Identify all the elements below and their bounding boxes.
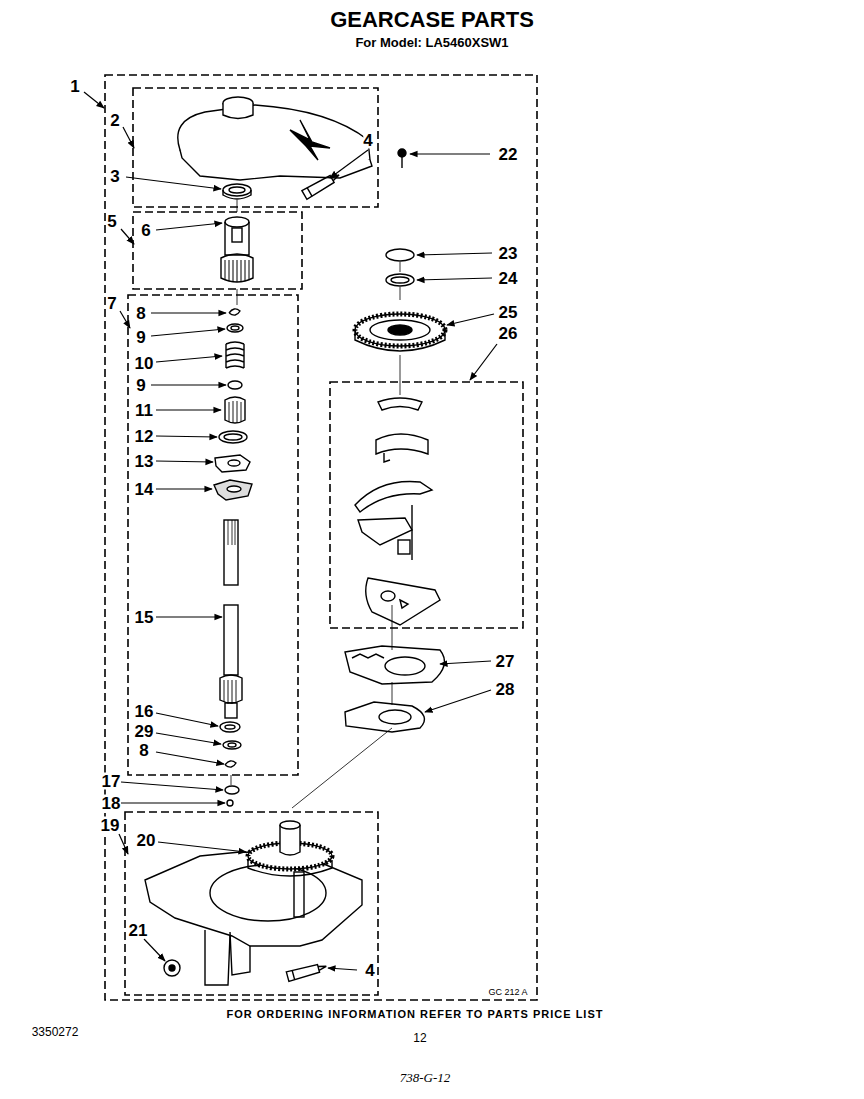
- callout-number: 29: [135, 723, 154, 740]
- callout-number: 23: [499, 245, 518, 262]
- callout-number: 18: [102, 795, 121, 812]
- callout-number: 2: [110, 112, 119, 129]
- grease-tube: [286, 961, 327, 981]
- callout-number: 9: [136, 377, 145, 394]
- page-code: 12: [413, 1032, 426, 1044]
- page-code: 3350272: [32, 1026, 79, 1038]
- callout-number: 4: [363, 132, 372, 149]
- callout-number: 10: [135, 355, 154, 372]
- callout-number: 16: [135, 703, 154, 720]
- shifter-assembly: [355, 398, 440, 625]
- callout-number: 13: [135, 453, 154, 470]
- footer-note: FOR ORDERING INFORMATION REFER TO PARTS …: [227, 1009, 604, 1020]
- callout-number: 21: [129, 922, 148, 939]
- callout-number: 19: [101, 817, 120, 834]
- gearcase-cover: [178, 97, 372, 180]
- callout-number: 8: [136, 305, 145, 322]
- callout-number: 9: [136, 329, 145, 346]
- model-subtitle: For Model: LA5460XSW1: [355, 36, 508, 49]
- callout-number: 7: [107, 295, 116, 312]
- gearcase-housing: [145, 821, 362, 985]
- callout-number: 27: [496, 653, 515, 670]
- agitate-shaft: [220, 520, 242, 806]
- handwritten-note: 738-G-12: [400, 1071, 451, 1084]
- callout-number: 8: [139, 742, 148, 759]
- callout-number: 26: [499, 325, 518, 342]
- callout-number: 11: [135, 402, 153, 419]
- drawing-code: GC 212 A: [488, 988, 527, 997]
- center-lines: [231, 200, 400, 808]
- seal: [223, 184, 251, 199]
- callout-number: 24: [499, 270, 518, 287]
- leader-lines: [84, 92, 497, 970]
- callout-number: 17: [102, 773, 121, 790]
- pinion: [221, 217, 253, 282]
- callout-number: 4: [365, 962, 374, 979]
- group-boxes: [105, 75, 537, 1000]
- callout-number: 3: [110, 168, 119, 185]
- callout-number: 14: [135, 481, 154, 498]
- shaft-parts: [214, 309, 252, 500]
- link-parts: [345, 646, 445, 732]
- drive-gear: [355, 249, 445, 351]
- screw: [398, 149, 406, 168]
- diagram-title: GEARCASE PARTS: [330, 9, 534, 31]
- callout-number: 15: [135, 609, 154, 626]
- callout-number: 12: [135, 428, 154, 445]
- callout-number: 6: [141, 222, 150, 239]
- callout-number: 28: [496, 681, 515, 698]
- callout-number: 5: [107, 213, 116, 230]
- callout-number: 1: [70, 78, 79, 95]
- callout-number: 25: [499, 304, 518, 321]
- grease-tube: [302, 171, 342, 200]
- callout-number: 22: [499, 146, 518, 163]
- callout-number: 20: [137, 832, 156, 849]
